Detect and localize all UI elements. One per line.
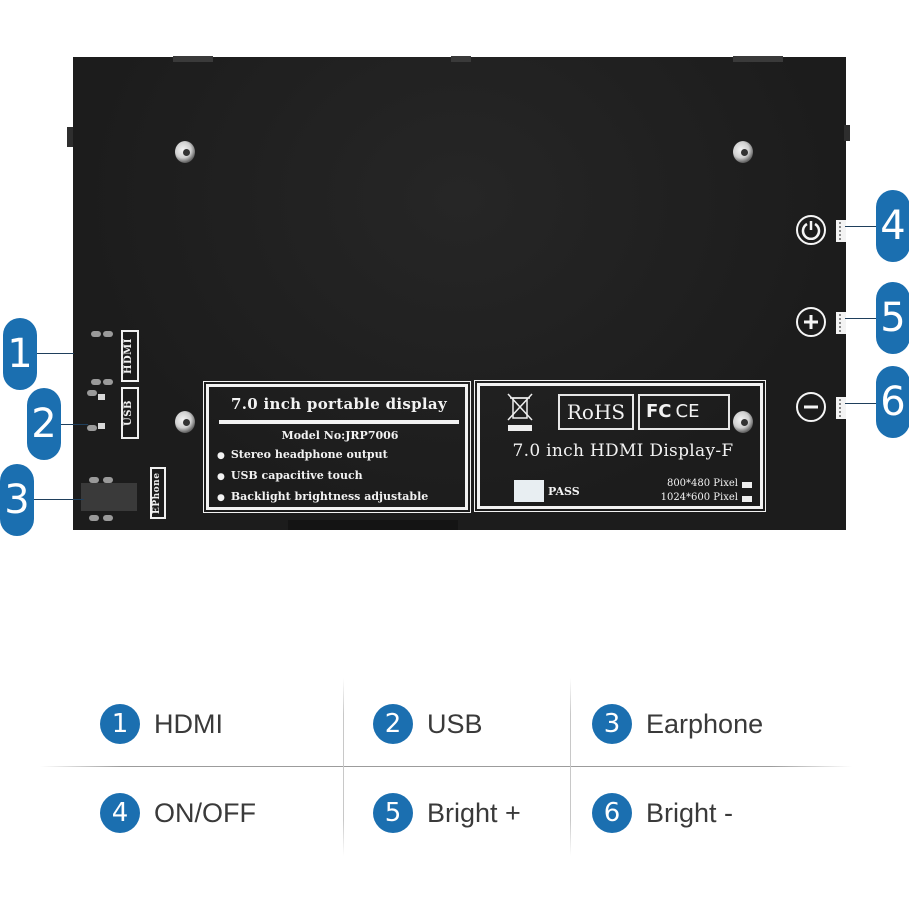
legend-item-bright-up: 5 Bright + bbox=[373, 791, 521, 835]
plus-circle-icon[interactable] bbox=[796, 307, 826, 337]
display-board-back: HDMI USB EPhone 7.0 inch portable displa… bbox=[67, 56, 850, 530]
weee-bin-icon bbox=[507, 393, 533, 431]
solder-pad bbox=[103, 331, 113, 337]
pixel-checkbox bbox=[742, 482, 752, 488]
solder-pad bbox=[103, 477, 113, 483]
title-underline bbox=[219, 420, 459, 424]
power-button[interactable] bbox=[836, 220, 846, 242]
brightness-up-button[interactable] bbox=[836, 312, 846, 334]
top-tab bbox=[733, 56, 783, 62]
callout-badge-5: 5 bbox=[876, 282, 909, 354]
legend-divider bbox=[343, 678, 344, 856]
callout-leader bbox=[34, 499, 84, 500]
legend-label: ON/OFF bbox=[154, 797, 256, 828]
screw-icon bbox=[733, 141, 753, 163]
solder-pad bbox=[98, 394, 105, 400]
pixel-checkbox bbox=[742, 496, 752, 502]
solder-pad bbox=[103, 379, 113, 385]
feature-item: Backlight brightness adjustable bbox=[217, 490, 428, 503]
callout-leader bbox=[58, 424, 88, 425]
callout-badge-6: 6 bbox=[876, 366, 909, 438]
brightness-down-button[interactable] bbox=[836, 397, 846, 419]
power-icon[interactable] bbox=[796, 215, 826, 245]
legend-item-bright-down: 6 Bright - bbox=[592, 791, 733, 835]
earphone-port-label: EPhone bbox=[150, 467, 166, 519]
ce-mark: CE bbox=[675, 401, 700, 422]
callout-badge-3: 3 bbox=[0, 464, 34, 536]
legend-item-on-off: 4 ON/OFF bbox=[100, 791, 256, 835]
feature-item: USB capacitive touch bbox=[217, 469, 363, 482]
earphone-jack bbox=[81, 483, 137, 511]
model-number: Model No:JRP7006 bbox=[281, 429, 399, 442]
minus-circle-icon[interactable] bbox=[796, 392, 826, 422]
legend-number-badge: 5 bbox=[373, 793, 413, 833]
legend-label: Bright + bbox=[427, 797, 521, 828]
legend-item-usb: 2 USB bbox=[373, 702, 483, 746]
callout-badge-4: 4 bbox=[876, 190, 909, 262]
product-title: 7.0 inch portable display bbox=[231, 395, 447, 413]
legend-number-badge: 6 bbox=[592, 793, 632, 833]
solder-pad bbox=[89, 515, 99, 521]
legend-number-badge: 1 bbox=[100, 704, 140, 744]
legend-divider bbox=[570, 678, 571, 856]
solder-pad bbox=[103, 515, 113, 521]
legend-number-badge: 4 bbox=[100, 793, 140, 833]
callout-badge-2: 2 bbox=[27, 388, 61, 460]
side-nub bbox=[844, 125, 850, 141]
callout-leader bbox=[845, 226, 879, 227]
legend-divider bbox=[40, 766, 852, 767]
pixel-option: 800*480 Pixel bbox=[666, 478, 738, 489]
legend-item-earphone: 3 Earphone bbox=[592, 702, 763, 746]
solder-pad bbox=[87, 390, 97, 396]
screw-icon bbox=[175, 411, 195, 433]
solder-pad bbox=[89, 477, 99, 483]
solder-pad bbox=[87, 425, 97, 431]
top-tab bbox=[451, 56, 471, 62]
legend-label: HDMI bbox=[154, 708, 223, 739]
fc-mark: FC bbox=[646, 401, 672, 422]
legend-label: USB bbox=[427, 708, 483, 739]
solder-pad bbox=[91, 331, 101, 337]
solder-pad bbox=[91, 379, 101, 385]
hdmi-port-label: HDMI bbox=[121, 330, 139, 382]
legend-number-badge: 3 bbox=[592, 704, 632, 744]
callout-leader bbox=[845, 318, 879, 319]
callout-badge-1: 1 bbox=[3, 318, 37, 390]
side-nub bbox=[67, 127, 73, 147]
legend-number-badge: 2 bbox=[373, 704, 413, 744]
legend-table: 1 HDMI 2 USB 3 Earphone 4 ON/OFF 5 Brigh… bbox=[40, 678, 852, 858]
display-model-name: 7.0 inch HDMI Display-F bbox=[512, 441, 734, 461]
pass-text: PASS bbox=[548, 485, 580, 498]
pixel-option: 1024*600 Pixel bbox=[660, 492, 738, 503]
legend-item-hdmi: 1 HDMI bbox=[100, 702, 223, 746]
legend-label: Earphone bbox=[646, 708, 764, 739]
top-tab bbox=[173, 56, 213, 62]
usb-port-label: USB bbox=[121, 387, 139, 439]
pass-sticker bbox=[514, 480, 544, 502]
product-label: 7.0 inch portable display Model No:JRP70… bbox=[203, 381, 471, 513]
solder-pad bbox=[98, 423, 105, 429]
screw-icon bbox=[175, 141, 195, 163]
callout-leader bbox=[845, 403, 879, 404]
callout-leader bbox=[34, 353, 74, 354]
screw-icon bbox=[733, 411, 753, 433]
bottom-slot bbox=[288, 520, 458, 530]
feature-item: Stereo headphone output bbox=[217, 448, 388, 461]
rohs-mark: RoHS bbox=[558, 394, 634, 430]
legend-label: Bright - bbox=[646, 797, 734, 828]
